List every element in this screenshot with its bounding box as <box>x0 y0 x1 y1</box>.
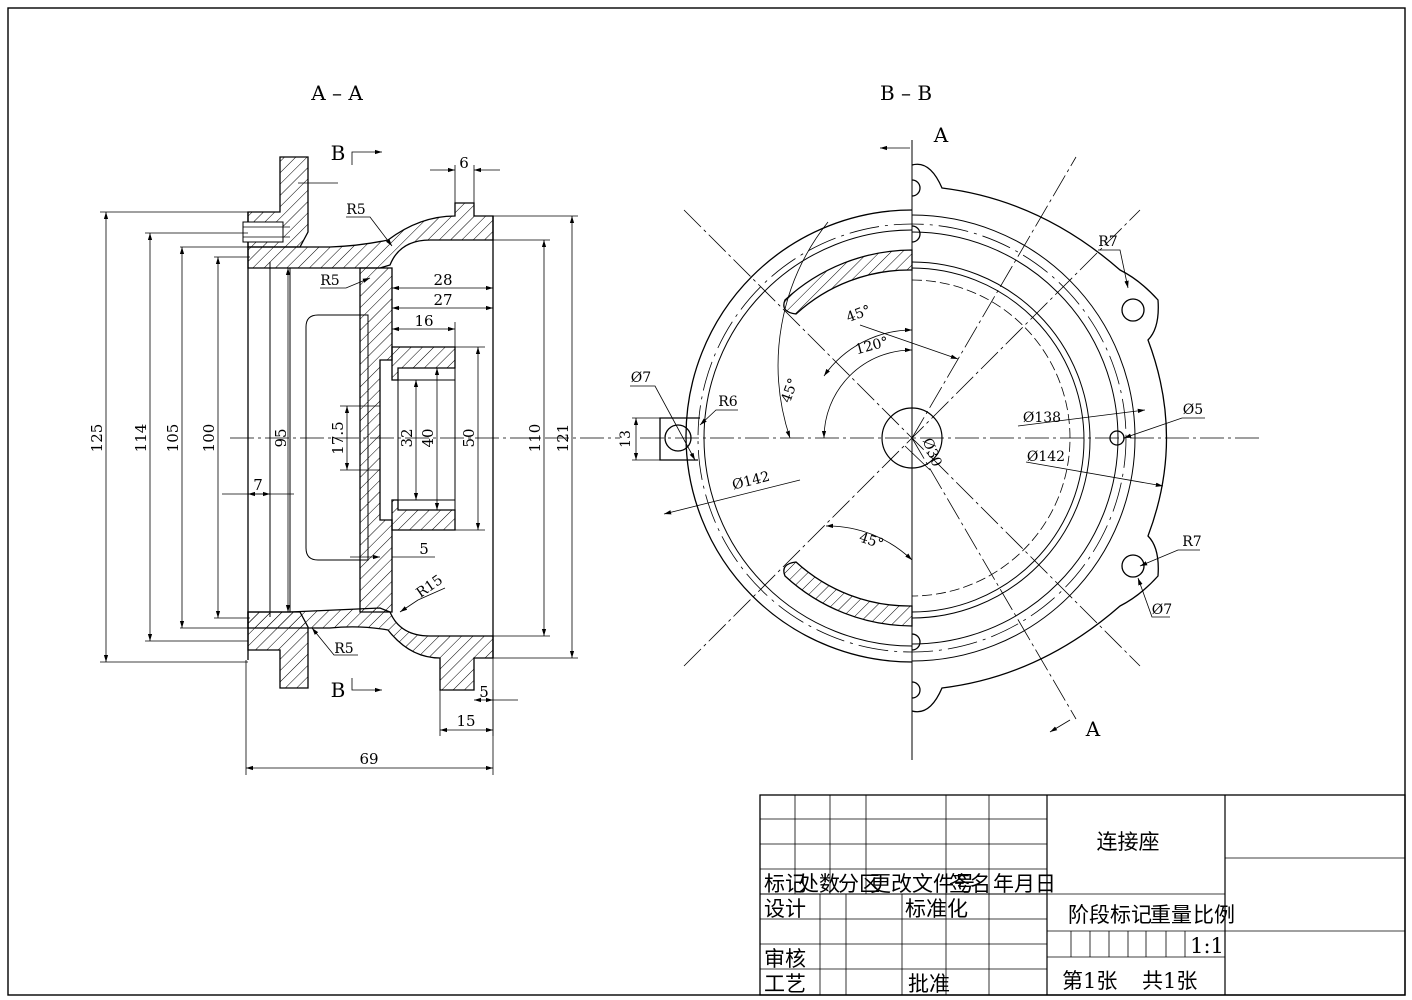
tapped-hole <box>242 221 284 243</box>
dim-69: 69 <box>359 750 378 768</box>
label-approve: 批准 <box>908 972 950 996</box>
dim-d5: Ø5 <box>1183 402 1203 418</box>
inner-recess <box>305 314 369 561</box>
radius-r5-mid: R5 <box>320 273 339 289</box>
label-designer: 设计 <box>764 897 806 921</box>
angle-45-left: 45° <box>778 376 802 405</box>
lower-shell <box>247 607 494 691</box>
label-weight: 重量 <box>1150 903 1192 927</box>
dim-110: 110 <box>526 424 544 453</box>
header-mark: 标记 <box>764 872 806 896</box>
label-checker: 审核 <box>764 947 806 971</box>
lower-slot <box>783 561 913 627</box>
dim-16: 16 <box>414 312 433 330</box>
dim-105: 105 <box>164 424 182 453</box>
dim-7: 7 <box>253 476 263 494</box>
radius-r6: R6 <box>718 394 738 410</box>
dim-27: 27 <box>433 291 452 309</box>
dim-d138: Ø138 <box>1023 410 1061 426</box>
drawing-border <box>7 7 1406 996</box>
hub-top <box>391 346 456 381</box>
dim-5-web: 5 <box>419 540 429 558</box>
dim-d30: Ø30 <box>919 436 945 469</box>
label-scale: 比例 <box>1193 903 1235 927</box>
lug-hole-bottom <box>1121 554 1145 578</box>
aa-dimensions <box>100 149 578 775</box>
aa-dim-text: 6 125 114 105 100 95 7 28 27 16 17.5 32 … <box>88 141 572 768</box>
lug-hole-top <box>1121 298 1145 322</box>
header-date: 年月日 <box>993 872 1056 896</box>
label-standard: 标准化 <box>905 897 968 921</box>
upper-shell <box>247 202 494 269</box>
dim-95: 95 <box>272 428 290 447</box>
section-bb-view <box>659 140 1168 760</box>
cut-label-a-top: A <box>933 123 949 147</box>
scale-value: 1:1 <box>1190 934 1224 958</box>
radius-r7-top: R7 <box>1098 234 1117 250</box>
section-bb-title: B – B <box>880 81 932 105</box>
dim-114: 114 <box>132 424 150 453</box>
title-block-text: 连接座 标记 处数 分区 更改文件号 签名 年月日 设计 标准化 审核 工艺 批… <box>764 830 1235 996</box>
header-count: 处数 <box>798 872 840 896</box>
hub-bottom <box>391 499 456 531</box>
part-name: 连接座 <box>1097 830 1160 854</box>
sheet-total: 共1张 <box>1142 969 1197 993</box>
radius-r5-top: R5 <box>346 202 365 218</box>
angle-45-lower: 45° <box>857 530 886 553</box>
bb-centerlines <box>640 156 1260 720</box>
section-aa-title: A – A <box>310 81 363 105</box>
header-sign: 签名 <box>949 872 991 896</box>
dim-40: 40 <box>419 428 437 447</box>
angle-45-upper: 45° <box>844 302 873 326</box>
dim-5-boss: 5 <box>479 683 489 701</box>
label-process: 工艺 <box>764 972 806 996</box>
dim-6: 6 <box>459 154 469 172</box>
dim-28: 28 <box>433 271 452 289</box>
dim-17-5: 17.5 <box>329 421 347 454</box>
dim-d142-right: Ø142 <box>1027 449 1065 465</box>
section-aa-view <box>242 156 494 691</box>
dim-32: 32 <box>398 428 416 447</box>
cut-label-a-bottom: A <box>1085 717 1101 741</box>
title-block <box>759 794 1406 996</box>
outer-circle-left <box>685 209 913 663</box>
label-stage-mark: 阶段标记 <box>1068 903 1152 927</box>
dim-100: 100 <box>200 424 218 453</box>
dim-15: 15 <box>456 712 475 730</box>
bb-dimensions <box>630 145 1205 733</box>
header-doc: 更改文件号 <box>870 872 975 896</box>
dim-125: 125 <box>88 424 106 453</box>
dim-13: 13 <box>618 430 634 448</box>
left-ear <box>659 417 700 461</box>
dim-d142-left: Ø142 <box>731 469 772 494</box>
dim-d7-left: Ø7 <box>631 370 651 386</box>
sheet-number: 第1张 <box>1062 969 1117 993</box>
header-zone: 分区 <box>838 872 880 896</box>
dim-121: 121 <box>554 424 572 453</box>
cut-label-b-bottom: B <box>331 678 346 702</box>
bb-dim-text: Ø7 R6 13 Ø142 45° 45° 120° 45° Ø30 Ø138 … <box>618 123 1203 741</box>
radius-r15: R15 <box>414 572 446 601</box>
radius-r7-bottom: R7 <box>1182 534 1201 550</box>
cut-label-b-top: B <box>331 141 346 165</box>
radius-r5-bottom: R5 <box>334 641 353 657</box>
upper-slot <box>783 249 913 315</box>
dim-50: 50 <box>460 428 478 447</box>
dim-d7-bottom: Ø7 <box>1152 602 1172 618</box>
